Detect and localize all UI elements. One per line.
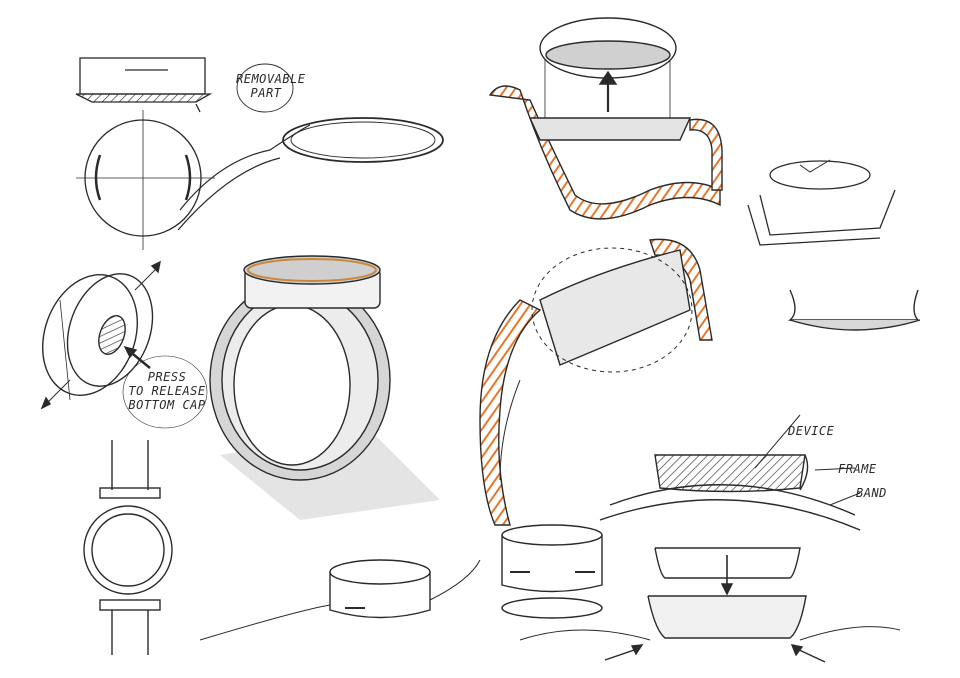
label-line: REMOVABLE bbox=[236, 72, 306, 86]
label-line: TO RELEASE bbox=[128, 384, 206, 398]
sketch-strap-perspective bbox=[479, 238, 713, 526]
sketch-section-detail bbox=[599, 414, 861, 531]
label-line: PART bbox=[250, 86, 282, 100]
sketch-cap-release bbox=[40, 260, 208, 429]
label-frame: FRAME bbox=[838, 462, 877, 476]
label-line: PRESS bbox=[147, 370, 187, 384]
sketch-lift-device bbox=[488, 17, 723, 220]
label-device: DEVICE bbox=[788, 424, 835, 438]
label-removable-part: REMOVABLE PART bbox=[236, 72, 306, 100]
sketch-small-module bbox=[747, 159, 896, 246]
label-band: BAND bbox=[856, 486, 887, 500]
sketch-puck bbox=[199, 559, 481, 641]
sketch-watch-perspective bbox=[209, 255, 440, 520]
sketch-removable-part bbox=[75, 57, 444, 250]
sketch-assembly bbox=[501, 524, 901, 663]
sketch-front-view bbox=[83, 440, 173, 655]
sketch-curved-frame bbox=[788, 289, 921, 331]
label-line: BOTTOM CAP bbox=[128, 398, 206, 412]
label-press-release: PRESS TO RELEASE BOTTOM CAP bbox=[122, 370, 212, 412]
